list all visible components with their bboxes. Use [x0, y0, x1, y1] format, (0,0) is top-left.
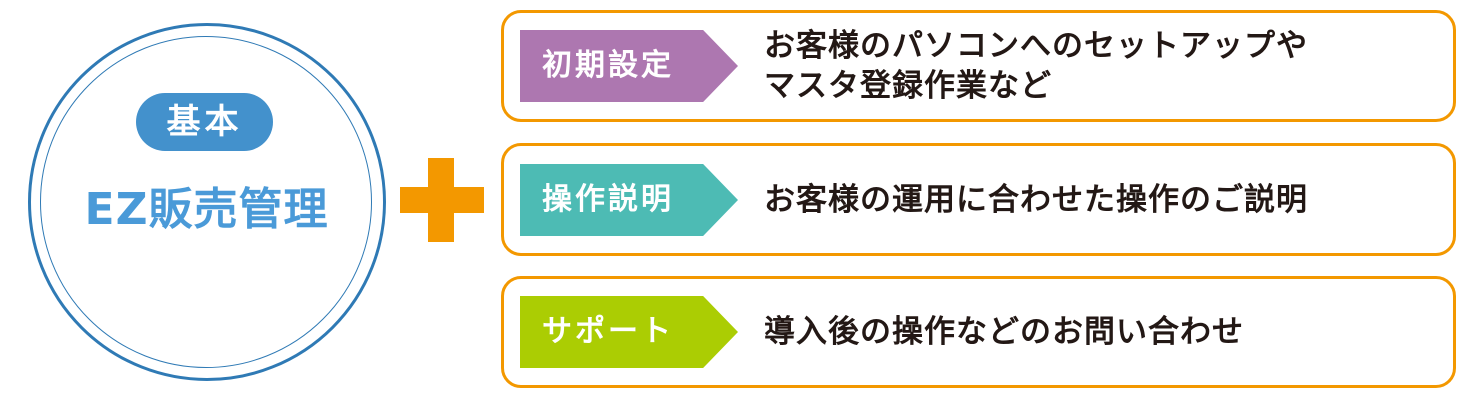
tag-instruction: 操作説明 — [520, 164, 738, 236]
tag-support: サポート — [520, 296, 738, 368]
service-box-support: サポート 導入後の操作などのお問い合わせ — [501, 276, 1456, 388]
product-name: EZ販売管理 — [84, 184, 329, 235]
service-box-setup: 初期設定 お客様のパソコンへのセットアップや マスタ登録作業など — [501, 10, 1456, 122]
base-badge: 基本 — [136, 93, 273, 151]
service-description: お客様の運用に合わせた操作のご説明 — [764, 182, 1308, 218]
service-box-instruction: 操作説明 お客様の運用に合わせた操作のご説明 — [501, 143, 1456, 256]
tag-setup: 初期設定 — [520, 30, 738, 102]
circle-outer-ring — [28, 23, 386, 381]
service-description: お客様のパソコンへのセットアップや マスタ登録作業など — [764, 28, 1308, 104]
service-description: 導入後の操作などのお問い合わせ — [764, 314, 1244, 350]
circle-inner-ring — [40, 36, 372, 368]
